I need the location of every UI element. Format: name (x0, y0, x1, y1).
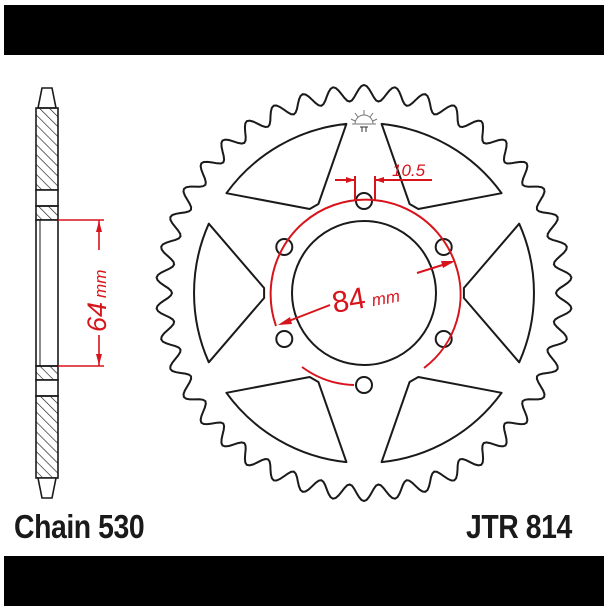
sprocket-teeth (155, 83, 573, 503)
bolt-hole (275, 330, 294, 348)
sprocket-front-view (155, 83, 573, 503)
cutout (462, 222, 535, 364)
cutout (225, 122, 348, 210)
part-number-label: JTR 814 (466, 508, 572, 545)
dimension-10-5 (335, 176, 432, 200)
center-bore (291, 220, 437, 366)
footer-bar (4, 556, 604, 606)
cutout (225, 376, 348, 464)
cutout (380, 376, 503, 464)
dimension-10-5-label: 10.5 (392, 161, 426, 180)
dimension-84mm (269, 198, 462, 386)
sun-logo-icon (350, 110, 378, 132)
cutout (193, 222, 266, 364)
bolt-hole (355, 376, 373, 394)
sprocket-cutouts (193, 122, 535, 464)
header-bar (4, 5, 604, 55)
bolt-hole (275, 238, 294, 256)
bolt-hole (355, 192, 373, 210)
bolt-hole (434, 238, 453, 256)
chain-label: Chain 530 (14, 508, 145, 545)
cutout (380, 122, 503, 210)
side-view (35, 87, 59, 499)
dimension-64mm (58, 219, 104, 367)
dimension-64-label: 64mm (82, 270, 112, 332)
